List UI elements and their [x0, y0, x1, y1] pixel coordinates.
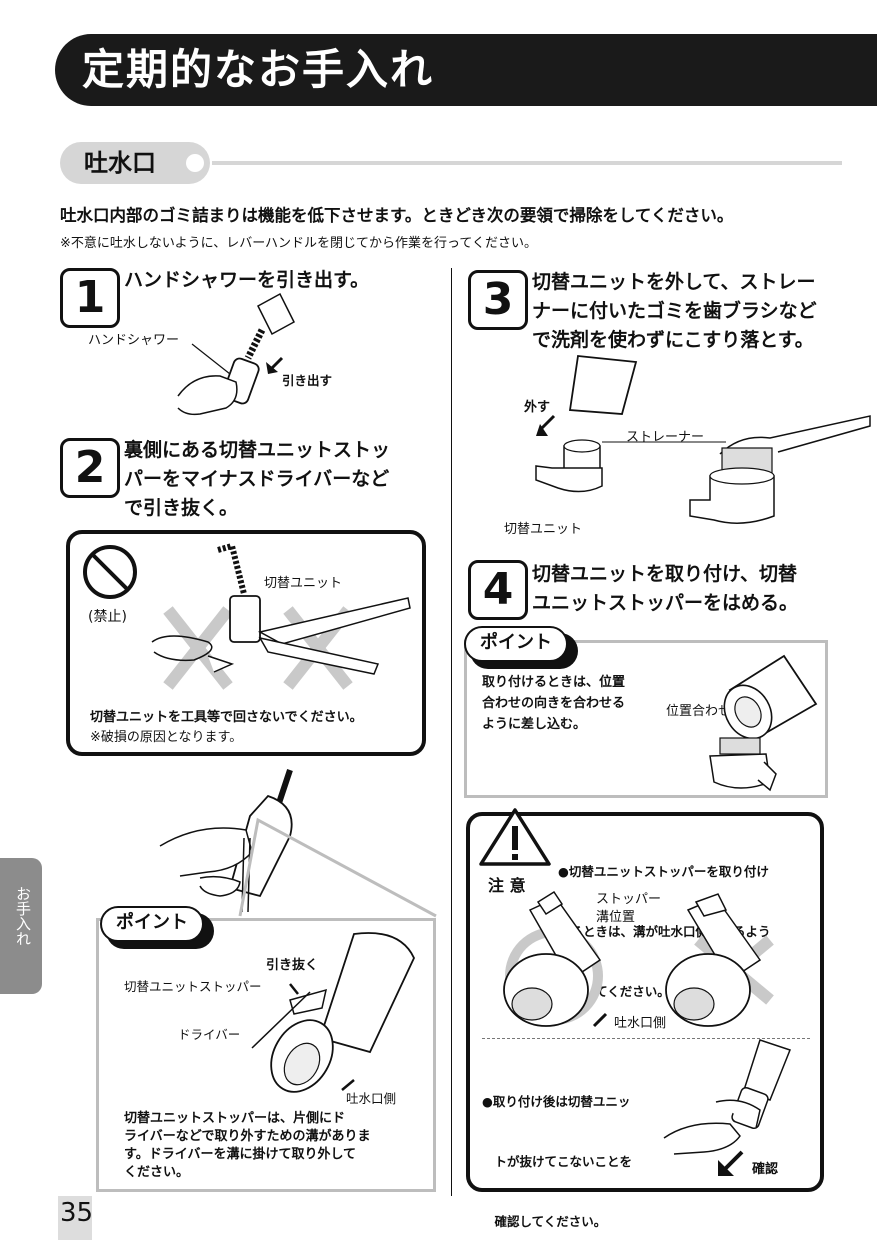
caution-line: 確認してください。 — [482, 1214, 607, 1229]
groove-label: 溝位置 — [596, 910, 636, 925]
prohibit-icon — [83, 545, 137, 599]
point-box-left — [96, 918, 436, 1192]
caution-box — [466, 812, 824, 1192]
point-left-text: 切替ユニットストッパーは、片側にド ライバーなどで取り外すための溝がありま す。… — [124, 1110, 370, 1182]
caution-text-2: ●取り付け後は切替ユニッ トが抜けてこないことを 確認してください。 — [482, 1052, 632, 1240]
column-divider — [451, 268, 452, 1196]
align-label: 位置合わせ — [666, 704, 732, 719]
step-3-line: 切替ユニットを外して、ストレー — [532, 271, 816, 293]
step-3-text: 切替ユニットを外して、ストレー ナーに付いたゴミを歯ブラシなど で洗剤を使わずに… — [532, 268, 817, 355]
pull-out-label: 引き出す — [282, 373, 333, 388]
driver-label: ドライバー — [178, 1027, 241, 1042]
hand-shower-label: ハンドシャワー — [88, 333, 180, 348]
point-right-line: 合わせの向きを合わせる — [482, 696, 626, 711]
stopper-orientation-illustration — [503, 890, 774, 1028]
step-1-number: 1 — [60, 268, 120, 328]
warning-icon — [479, 808, 551, 866]
stopper-label-caution: ストッパー — [596, 892, 662, 907]
point-box-right — [464, 640, 828, 798]
note-text: ※不意に吐水しないように、レバーハンドルを閉じてから作業を行ってください。 — [60, 236, 537, 251]
caution-line: トが抜けてこないことを — [482, 1154, 633, 1169]
pull-label: 引き抜く — [266, 958, 319, 973]
point-tag-left: ポイント — [100, 906, 204, 942]
stopper-label: 切替ユニットストッパー — [124, 979, 262, 994]
step-1-text: ハンドシャワーを引き出す。 — [124, 266, 369, 295]
stopper-closeup-illustration — [251, 932, 415, 1093]
point-left-line: 切替ユニットストッパーは、片側にド — [124, 1111, 346, 1126]
caution-line: ●切替ユニットストッパーを取り付け — [558, 864, 769, 879]
step-2-line: パーをマイナスドライバーなど — [124, 468, 390, 490]
step-2-number: 2 — [60, 438, 120, 498]
section-pill — [60, 142, 210, 184]
prohibit-label: (禁止) — [88, 609, 127, 625]
point-left-line: ください。 — [124, 1165, 190, 1180]
step-3-line: で洗剤を使わずにこすり落とす。 — [532, 329, 814, 351]
step-4-line: ユニットストッパーをはめる。 — [532, 592, 799, 614]
confirm-label: 確認 — [752, 1162, 779, 1177]
spout-side-label-caution: 吐水口側 — [614, 1016, 667, 1031]
caution-dashed-divider — [482, 1038, 810, 1039]
side-tab-label: お手入れ — [14, 886, 32, 946]
point-left-line: す。ドライバーを溝に掛けて取り外して — [124, 1147, 357, 1162]
unit-label: 切替ユニット — [264, 576, 343, 591]
step-3-number: 3 — [468, 270, 528, 330]
page-number: 35 — [60, 1198, 94, 1228]
step-4-line: 切替ユニットを取り付け、切替 — [532, 563, 798, 585]
prohibit-note: ※破損の原因となります。 — [90, 730, 243, 745]
prohibit-warning: 切替ユニットを工具等で回さないでください。 — [90, 710, 363, 725]
step-4-number: 4 — [468, 560, 528, 620]
callout-wedge — [238, 817, 437, 918]
step-1-line: ハンドシャワーを引き出す。 — [124, 269, 370, 291]
point-right-line: 取り付けるときは、位置 — [482, 675, 626, 690]
strainer-label: ストレーナー — [626, 430, 705, 445]
section-title: 吐水口 — [84, 149, 156, 177]
page-title: 定期的なお手入れ — [82, 45, 435, 94]
step-2-line: 裏側にある切替ユニットストッ — [124, 439, 391, 461]
step-2-line: で引き抜く。 — [124, 497, 239, 519]
side-tab — [0, 858, 42, 994]
caution-line: ●取り付け後は切替ユニッ — [482, 1094, 631, 1109]
step-4-text: 切替ユニットを取り付け、切替 ユニットストッパーをはめる。 — [532, 560, 798, 618]
remove-label: 外す — [524, 400, 551, 415]
caution-label: 注 意 — [488, 876, 526, 895]
unit-label-3: 切替ユニット — [504, 522, 583, 537]
point-left-line: ライバーなどで取り外すための溝がありま — [124, 1129, 371, 1144]
point-tag-right: ポイント — [464, 626, 568, 662]
strainer-cleaning-illustration — [535, 355, 871, 524]
hand-shower-illustration — [177, 292, 295, 416]
intro-text: 吐水口内部のゴミ詰まりは機能を低下させます。ときどき次の要領で掃除をしてください… — [60, 206, 734, 225]
step-2-text: 裏側にある切替ユニットストッ パーをマイナスドライバーなど で引き抜く。 — [124, 436, 390, 523]
step-3-line: ナーに付いたゴミを歯ブラシなど — [532, 300, 817, 322]
spout-side-label: 吐水口側 — [346, 1091, 397, 1106]
section-dot — [186, 154, 204, 172]
confirm-pull-illustration — [663, 1039, 791, 1176]
point-right-text: 取り付けるときは、位置 合わせの向きを合わせる ように差し込む。 — [482, 672, 625, 735]
point-right-line: ように差し込む。 — [482, 717, 587, 732]
section-rule — [212, 161, 842, 165]
page-number-bg — [58, 1196, 92, 1240]
alignment-illustration — [709, 654, 818, 792]
prohibit-box — [66, 530, 426, 756]
title-bar — [55, 34, 877, 106]
prohibited-tool-illustration — [151, 542, 411, 690]
